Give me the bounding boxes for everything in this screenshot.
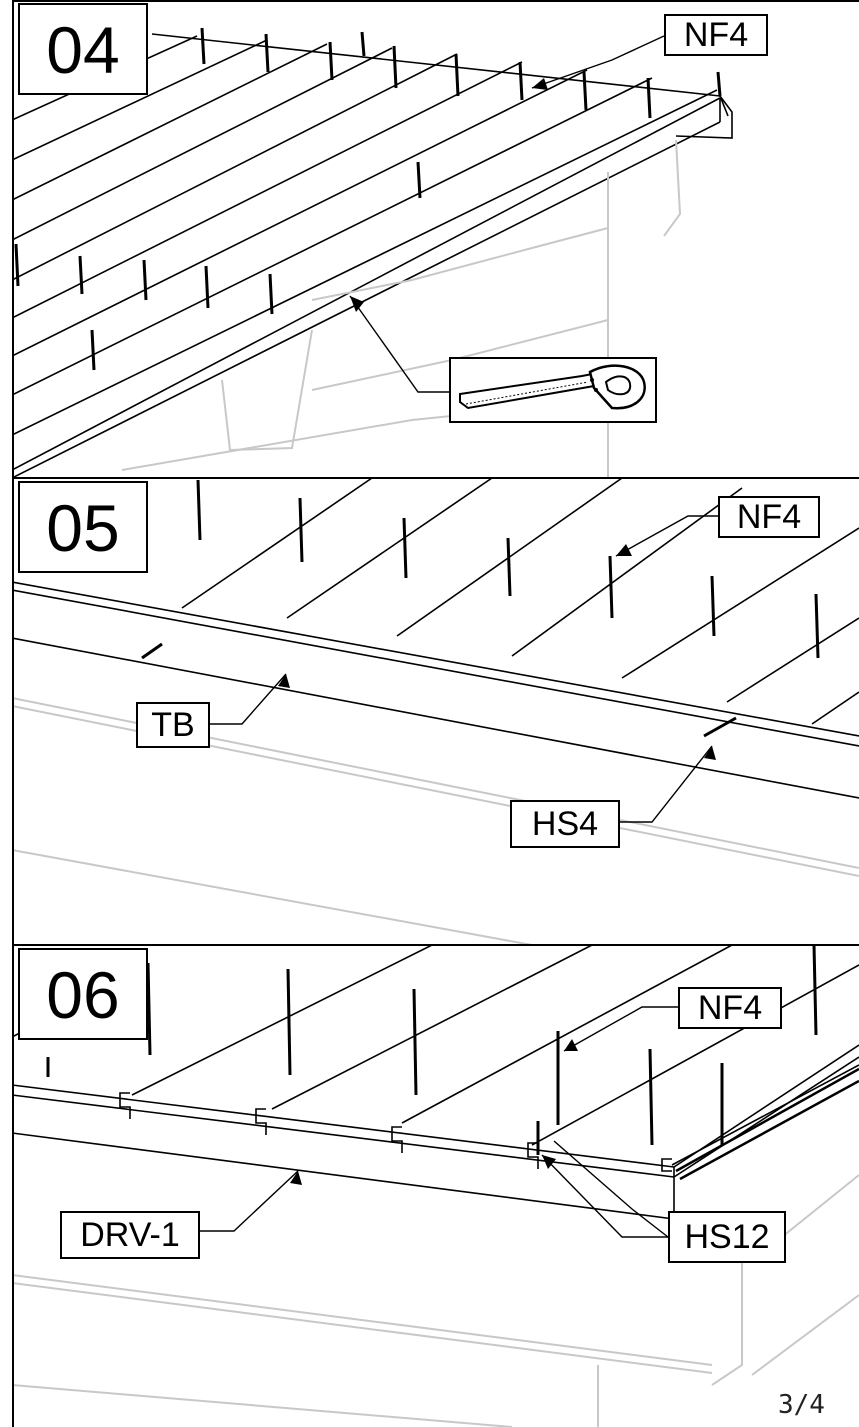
nail-label: NF4 [664, 14, 768, 56]
page-number: 3/4 [778, 1390, 825, 1420]
step-number: 04 [18, 3, 148, 95]
panel-divider [12, 0, 859, 2]
trim-board-label: TB [136, 702, 210, 748]
step-06-panel: 3/4 06 NF4 DRV-1 HS12 [12, 945, 859, 1427]
panel-divider [12, 477, 859, 479]
nail-label: NF4 [718, 496, 820, 538]
roof-boards-drawing-04 [12, 27, 733, 478]
screw-label: HS4 [510, 800, 620, 848]
step-number: 05 [18, 481, 148, 573]
hand-saw-icon [459, 364, 646, 410]
page-frame-left [12, 0, 14, 1427]
panel-divider [12, 944, 859, 946]
nail-label: NF4 [678, 987, 782, 1029]
step-04-panel: 04 NF4 [12, 0, 859, 478]
drip-edge-drawing-06: 3/4 [12, 945, 859, 1427]
step-number: 06 [18, 948, 148, 1040]
screw-label: HS12 [668, 1211, 786, 1263]
drip-edge-label: DRV-1 [60, 1211, 200, 1259]
step-05-panel: 05 NF4 TB HS4 [12, 478, 859, 945]
